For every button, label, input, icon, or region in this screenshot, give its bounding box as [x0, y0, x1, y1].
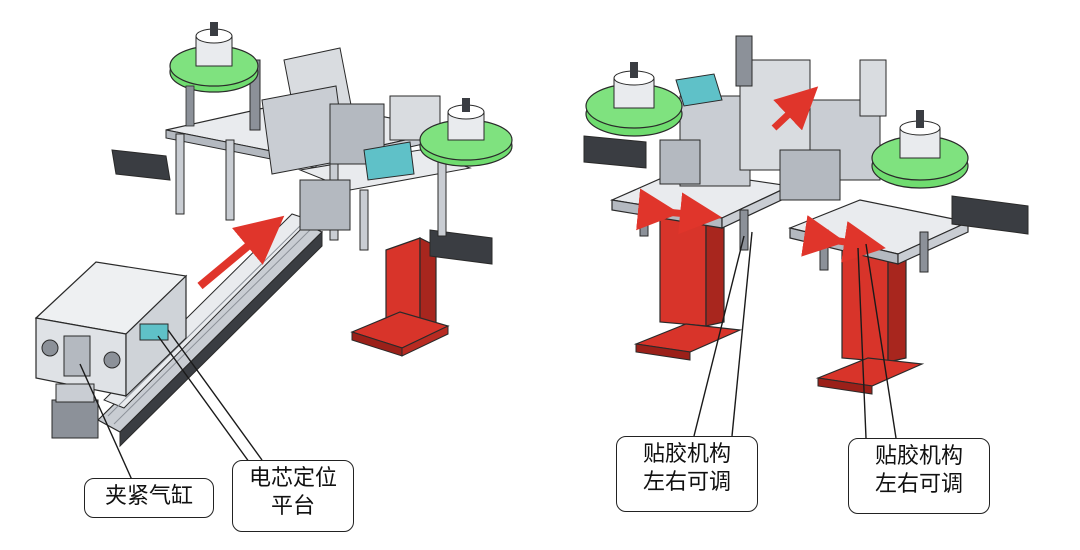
right-right-cylinder: [951, 195, 1029, 235]
leader-lines: [79, 231, 897, 481]
callout-tape-left-line2: 左右可调: [642, 470, 731, 495]
right-tape-roll-2: [871, 110, 969, 189]
left-tape-roll-1: [169, 22, 259, 127]
leader-tape-left-b: [731, 231, 753, 437]
right-left-cylinder: [583, 135, 647, 169]
callout-tape-mechanism-left: 贴胶机构 左右可调: [616, 436, 758, 512]
callout-cell-platform: 电芯定位 平台: [232, 460, 354, 532]
callout-cell-platform-line1: 电芯定位: [248, 466, 337, 491]
right-direction-arrows: [636, 86, 886, 263]
left-side-cylinder: [111, 149, 171, 181]
left-red-column: [350, 237, 450, 357]
left-mechanism: [249, 47, 441, 231]
callout-tape-mechanism-right: 贴胶机构 左右可调: [848, 438, 990, 514]
leader-tape-right-a: [857, 247, 867, 439]
leader-cell-platform-b: [167, 329, 263, 461]
leader-tape-left-a: [693, 235, 745, 437]
right-red-column-2: [815, 249, 925, 395]
callout-cell-platform-line2: 平台: [270, 494, 315, 519]
callout-tape-right-line1: 贴胶机构: [874, 444, 963, 469]
right-side-cylinder: [429, 229, 493, 265]
callout-clamp-cylinder-line1: 夹紧气缸: [104, 484, 193, 509]
leader-clamp-cylinder: [79, 363, 133, 481]
right-mechanism: [639, 35, 929, 273]
left-tape-roll-2: [419, 98, 513, 167]
right-machine: [583, 35, 1029, 395]
left-machine: [34, 22, 513, 448]
leader-cell-platform-a: [157, 335, 253, 467]
leader-tape-right-b: [865, 243, 897, 439]
right-red-column-1: [633, 217, 743, 361]
callout-tape-left-line1: 贴胶机构: [642, 442, 731, 467]
cell-positioning-platform: [34, 261, 188, 439]
callout-clamp-cylinder: 夹紧气缸: [84, 478, 214, 518]
left-rail-arrow: [197, 215, 285, 290]
right-tape-roll-1: [585, 62, 683, 137]
callout-tape-right-line2: 左右可调: [874, 472, 963, 497]
